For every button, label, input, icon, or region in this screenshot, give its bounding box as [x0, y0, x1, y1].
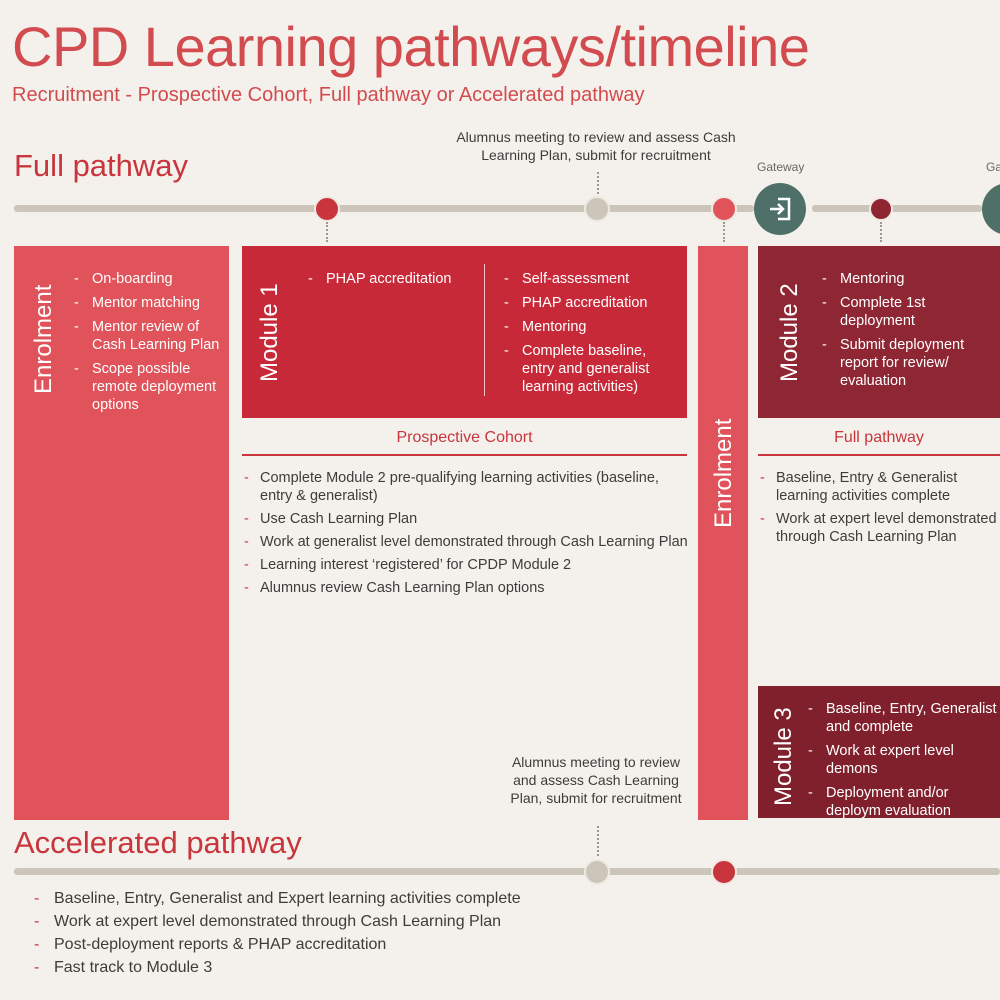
full-pathway-alumnus-note: Alumnus meeting to review and assess Cas… [456, 129, 736, 163]
list-item: PHAP accreditation [304, 270, 474, 288]
page-title: CPD Learning pathways/timeline [12, 15, 810, 78]
list-item: Mentor matching [70, 294, 220, 312]
list-item: Complete 1st deployment [818, 294, 998, 330]
module1-left-list: PHAP accreditation [304, 270, 474, 294]
list-item: Scope possible remote deployment options [70, 360, 220, 414]
prospective-cohort-rule [242, 454, 687, 456]
list-item: Baseline, Entry, Generalist and Expert l… [32, 889, 732, 909]
list-item: Use Cash Learning Plan [242, 510, 692, 528]
timeline-marker-module2 [869, 197, 893, 221]
module3-list: Baseline, Entry, Generalist and complete… [804, 700, 998, 826]
prospective-cohort-heading: Prospective Cohort [396, 429, 533, 446]
timeline-marker-enrolment [711, 196, 737, 222]
list-item: Post-deployment reports & PHAP accredita… [32, 935, 732, 955]
full-pathway-heading: Full pathway [14, 148, 189, 183]
accelerated-marker-alumnus-meeting [584, 859, 610, 885]
full-pathway-col-list: Baseline, Entry & Generalist learning ac… [758, 469, 1000, 551]
list-item: Complete baseline, entry and generalist … [500, 342, 675, 396]
accelerated-pathway-heading: Accelerated pathway [14, 825, 302, 860]
prospective-cohort-list: Complete Module 2 pre-qualifying learnin… [242, 469, 692, 602]
list-item: Work at expert level demonstrated throug… [758, 510, 1000, 546]
module3-label: Module 3 [770, 707, 797, 806]
list-item: Work at generalist level demonstrated th… [242, 533, 692, 551]
list-item: Mentor review of Cash Learning Plan [70, 318, 220, 354]
module1-label: Module 1 [256, 283, 283, 382]
full-pathway-col-heading: Full pathway [834, 429, 924, 446]
gateway-label-2: Ga [986, 160, 1000, 174]
list-item: Self-assessment [500, 270, 675, 288]
module2-list: Mentoring Complete 1st deployment Submit… [818, 270, 998, 396]
enrolment-list: On-boarding Mentor matching Mentor revie… [70, 270, 220, 420]
module1-connector [326, 222, 328, 242]
list-item: PHAP accreditation [500, 294, 675, 312]
list-item: Work at expert level demons [804, 742, 998, 778]
list-item: Alumnus review Cash Learning Plan option… [242, 579, 692, 597]
module2-connector [880, 222, 882, 242]
module2-label: Module 2 [776, 283, 803, 382]
enrolment-block-label: Enrolment [30, 284, 57, 394]
list-item: On-boarding [70, 270, 220, 288]
accelerated-alumnus-note: Alumnus meeting to review and assess Cas… [510, 754, 682, 806]
enter-gateway-icon [754, 183, 806, 235]
timeline-marker-alumnus-meeting [584, 196, 610, 222]
list-item: Work at expert level demonstrated throug… [32, 912, 732, 932]
gateway-2-icon [982, 183, 1000, 235]
list-item: Baseline, Entry, Generalist and complete [804, 700, 998, 736]
module1-divider [484, 264, 485, 396]
list-item: Mentoring [500, 318, 675, 336]
list-item: Learning interest ‘registered’ for CPDP … [242, 556, 692, 574]
list-item: Fast track to Module 3 [32, 958, 732, 978]
full-pathway-timeline-line-2 [812, 205, 982, 212]
accelerated-alumnus-connector [597, 826, 599, 856]
accelerated-timeline-line [14, 868, 1000, 875]
timeline-marker-module1 [314, 196, 340, 222]
full-pathway-col-rule [758, 454, 1000, 456]
full-pathway-timeline-line [14, 205, 754, 212]
list-item: Mentoring [818, 270, 998, 288]
module3-block: Module 3 Baseline, Entry, Generalist and… [758, 686, 1000, 819]
accelerated-pathway-list: Baseline, Entry, Generalist and Expert l… [32, 889, 732, 981]
gateway-label: Gateway [757, 160, 805, 174]
accelerated-marker-enrolment [711, 859, 737, 885]
module2-block: Module 2 Mentoring Complete 1st deployme… [758, 246, 1000, 418]
alumnus-note-connector [597, 172, 599, 194]
list-item: Complete Module 2 pre-qualifying learnin… [242, 469, 692, 505]
enrolment-column-label: Enrolment [710, 418, 737, 528]
module1-right-list: Self-assessment PHAP accreditation Mento… [500, 270, 675, 402]
enrolment-connector [723, 222, 725, 242]
page-subtitle: Recruitment - Prospective Cohort, Full p… [12, 84, 645, 106]
enrolment-block: Enrolment On-boarding Mentor matching Me… [14, 246, 229, 820]
list-item: Baseline, Entry & Generalist learning ac… [758, 469, 1000, 505]
list-item: Deployment and/or deploym evaluation [804, 784, 998, 820]
list-item: Submit deployment report for review/ eva… [818, 336, 998, 390]
module1-block: Module 1 PHAP accreditation Self-assessm… [242, 246, 687, 418]
enrolment-column: Enrolment [698, 246, 748, 820]
